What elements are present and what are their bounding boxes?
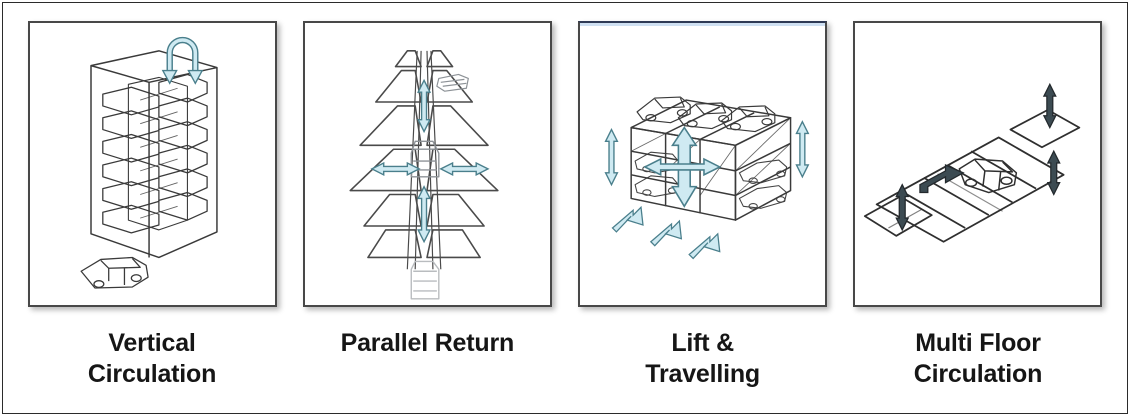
illustration-frame-parallel-return <box>302 21 552 307</box>
panel-vertical-circulation[interactable]: Vertical Circulation <box>27 21 277 390</box>
panel-row: Vertical Circulation <box>3 3 1127 413</box>
panel-lift-and-travelling[interactable]: Lift & Travelling <box>578 21 828 390</box>
multi-floor-circulation-deck-diagram <box>864 82 1081 243</box>
left-right-arrow-icon-center <box>643 157 722 177</box>
panel-label-multi-floor-circulation: Multi Floor Circulation <box>913 329 1043 388</box>
up-down-arrow-icon-mid-right <box>1047 149 1062 196</box>
panel-label-lift-and-travelling: Lift & Travelling <box>645 329 761 388</box>
left-right-arrow-icon-left <box>370 161 421 176</box>
vertical-circulation-tower-diagram <box>80 36 218 289</box>
up-down-arrow-icon-left <box>604 128 619 187</box>
transfer-arrow-icon-deck <box>919 163 966 194</box>
diagonal-arrow-icons-bottom <box>611 205 721 260</box>
left-right-arrow-icon-right <box>439 161 490 176</box>
up-down-arrow-icon-left <box>895 183 910 232</box>
parallel-return-ramp-diagram <box>349 50 499 300</box>
illustration-frame-vertical-circulation <box>27 21 277 307</box>
panel-parallel-return[interactable]: Parallel Return <box>302 21 552 359</box>
illustration-frame-multi-floor-circulation <box>853 21 1103 307</box>
panel-label-vertical-circulation: Vertical Circulation <box>87 329 217 388</box>
up-down-arrow-icon-right <box>795 120 810 179</box>
lift-and-travelling-grid-diagram <box>604 96 810 260</box>
illustration-frame-lift-and-travelling <box>578 21 828 307</box>
u-turn-arrow-icon <box>161 36 203 85</box>
panel-multi-floor-circulation[interactable]: Multi Floor Circulation <box>853 21 1103 390</box>
up-down-arrow-icon-lower <box>416 185 431 244</box>
parking-system-types-figure: Vertical Circulation <box>2 2 1128 414</box>
up-down-arrow-icon-top-right <box>1043 82 1058 130</box>
panel-label-parallel-return: Parallel Return <box>340 329 515 357</box>
up-down-arrow-icon-upper <box>416 78 431 134</box>
